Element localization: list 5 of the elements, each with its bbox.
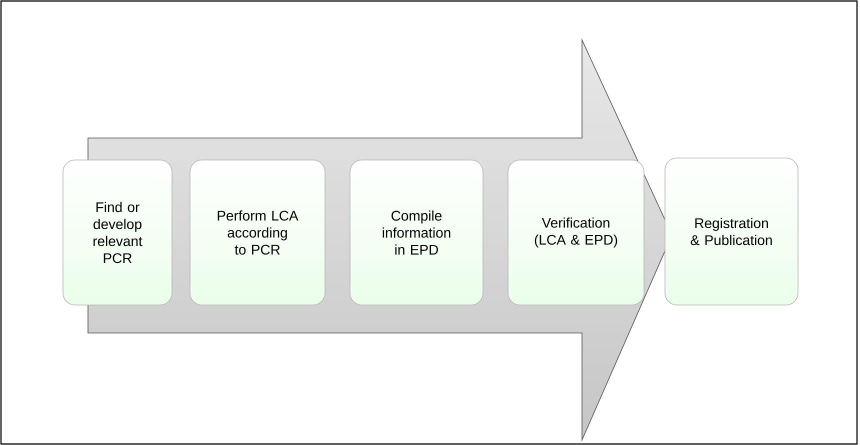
process-box: Verification (LCA & EPD) (508, 160, 644, 306)
process-box: Registration & Publication (664, 158, 798, 306)
process-box: Compile information in EPD (350, 160, 484, 306)
process-box: Perform LCA according to PCR (190, 160, 326, 306)
process-box: Find or develop relevant PCR (62, 160, 172, 306)
